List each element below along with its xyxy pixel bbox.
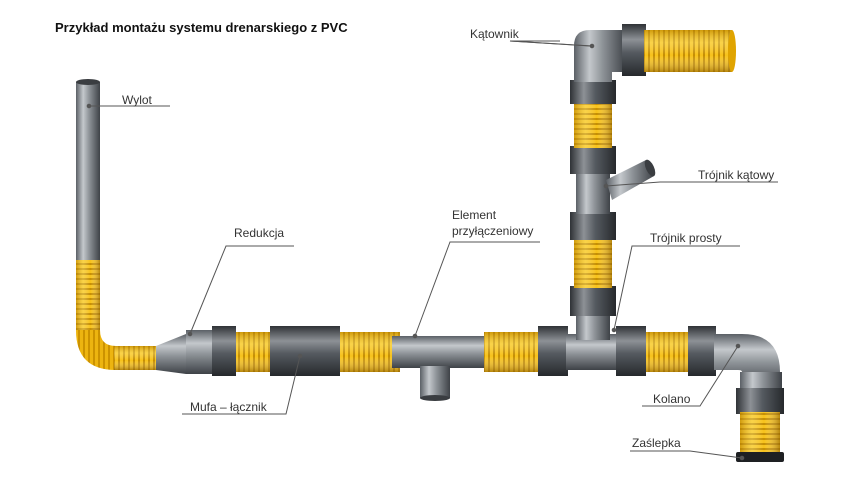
leader-kolano	[642, 345, 739, 407]
leader-lines	[86, 40, 778, 461]
label-redukcja: Redukcja	[234, 226, 285, 240]
reducer-fitting	[156, 326, 236, 376]
vertical-riser	[570, 80, 656, 288]
diagram-title: Przykład montażu systemu drenarskiego z …	[55, 20, 348, 35]
straight-tee	[538, 286, 646, 376]
outlet-pipe	[76, 79, 158, 370]
corrugated-segment-4	[646, 326, 716, 376]
angled-tee-branch	[606, 159, 656, 200]
label-katownik: Kątownik	[470, 27, 519, 41]
label-trojnik-prosty: Trójnik prosty	[650, 231, 722, 245]
leader-trojnik-katowy	[605, 181, 778, 187]
label-element-line2: przyłączeniowy	[452, 224, 534, 238]
connection-element	[392, 336, 486, 401]
label-mufa: Mufa – łącznik	[190, 400, 267, 414]
leader-zaslepka	[630, 450, 743, 459]
corrugated-segment-1	[236, 332, 272, 372]
label-wylot: Wylot	[122, 93, 152, 107]
elbow-fitting	[714, 334, 784, 414]
top-elbow	[574, 24, 736, 82]
end-cap-assembly	[736, 412, 784, 462]
leader-trojnik-prosty	[613, 245, 740, 331]
coupler-sleeve	[270, 326, 340, 376]
corrugated-segment-2	[340, 332, 400, 372]
leader-element	[414, 241, 540, 337]
label-zaslepka: Zaślepka	[632, 436, 681, 450]
leader-mufa	[182, 355, 301, 415]
leader-redukcja	[189, 245, 294, 335]
label-kolano: Kolano	[653, 392, 691, 406]
corrugated-segment-3	[484, 332, 540, 372]
label-element-line1: Element	[452, 208, 497, 222]
label-trojnik-katowy: Trójnik kątowy	[698, 168, 775, 182]
